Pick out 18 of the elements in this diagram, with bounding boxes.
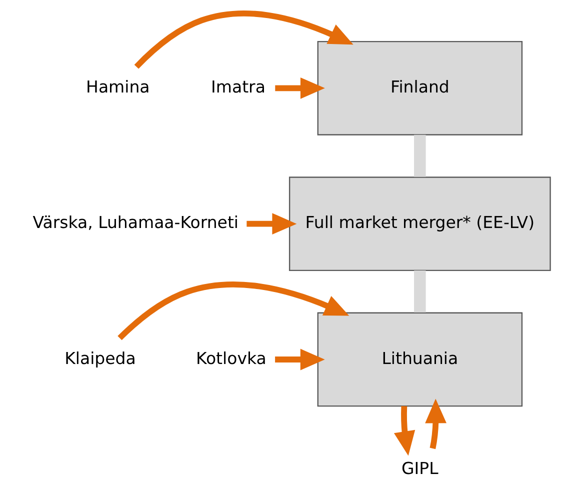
node-text: Värska, Luhamaa-Korneti xyxy=(32,213,239,232)
node-text: GIPL xyxy=(402,459,438,478)
arrow xyxy=(394,406,416,456)
arrow xyxy=(134,10,354,69)
node-text: Hamina xyxy=(86,78,150,97)
node-text: Klaipeda xyxy=(64,348,136,368)
node-text: Imatra xyxy=(211,78,266,97)
node-box: Finland xyxy=(317,40,523,136)
node-text: Kotlovka xyxy=(196,348,266,368)
arrow xyxy=(425,398,446,450)
arrow xyxy=(246,213,297,235)
arrow xyxy=(118,282,350,340)
connector xyxy=(414,134,426,177)
node-box: Lithuania xyxy=(317,312,523,407)
connector xyxy=(414,270,426,313)
arrow xyxy=(275,77,325,99)
node-box: Full market merger* (EE-LV) xyxy=(288,176,551,271)
arrow xyxy=(275,348,325,370)
